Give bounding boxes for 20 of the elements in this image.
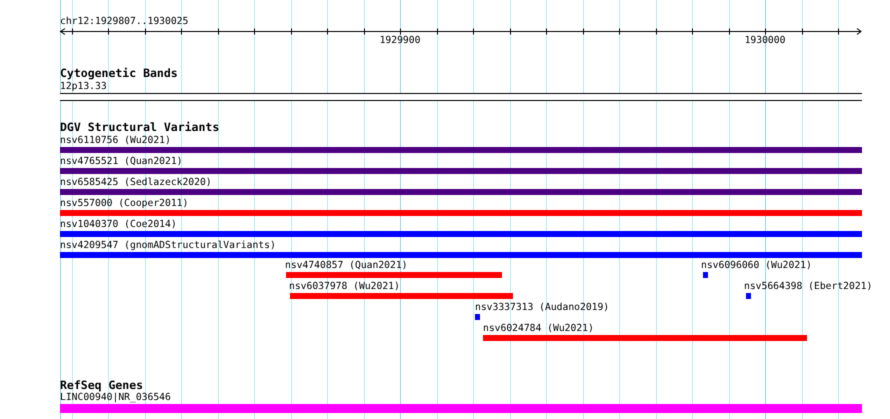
variant-label: nsv6096060 (Wu2021) [701,260,812,271]
variant-label: nsv6037978 (Wu2021) [289,281,400,292]
variant-label: nsv557000 (Cooper2011) [60,198,188,209]
track-heading: Cytogenetic Bands [60,67,178,80]
variant-label: nsv6024784 (Wu2021) [483,323,594,334]
coordinate-label: chr12:1929807..1930025 [60,16,188,26]
variant-label: nsv4765521 (Quan2021) [60,156,182,167]
tick-label: 1930000 [744,34,786,46]
track-heading: DGV Structural Variants [60,121,220,134]
variant-label: nsv3337313 (Audano2019) [475,302,610,313]
variant-label: nsv4740857 (Quan2021) [285,260,408,271]
band-label: 12p13.33 [60,81,107,92]
variant-label: nsv4209547 (gnomADStructuralVariants) [60,240,276,251]
track-heading: RefSeq Genes [60,378,144,392]
variant-label: nsv6585425 (Sedlazeck2020) [60,177,212,188]
variant-label: nsv5664398 (Ebert2021) [744,281,872,292]
variant-label: nsv1040370 (Coe2014) [60,219,177,230]
variant-label: nsv6110756 (Wu2021) [60,135,171,146]
tick-label: 1929900 [380,34,420,46]
gene-label: LINC00940|NR_036546 [60,392,171,403]
